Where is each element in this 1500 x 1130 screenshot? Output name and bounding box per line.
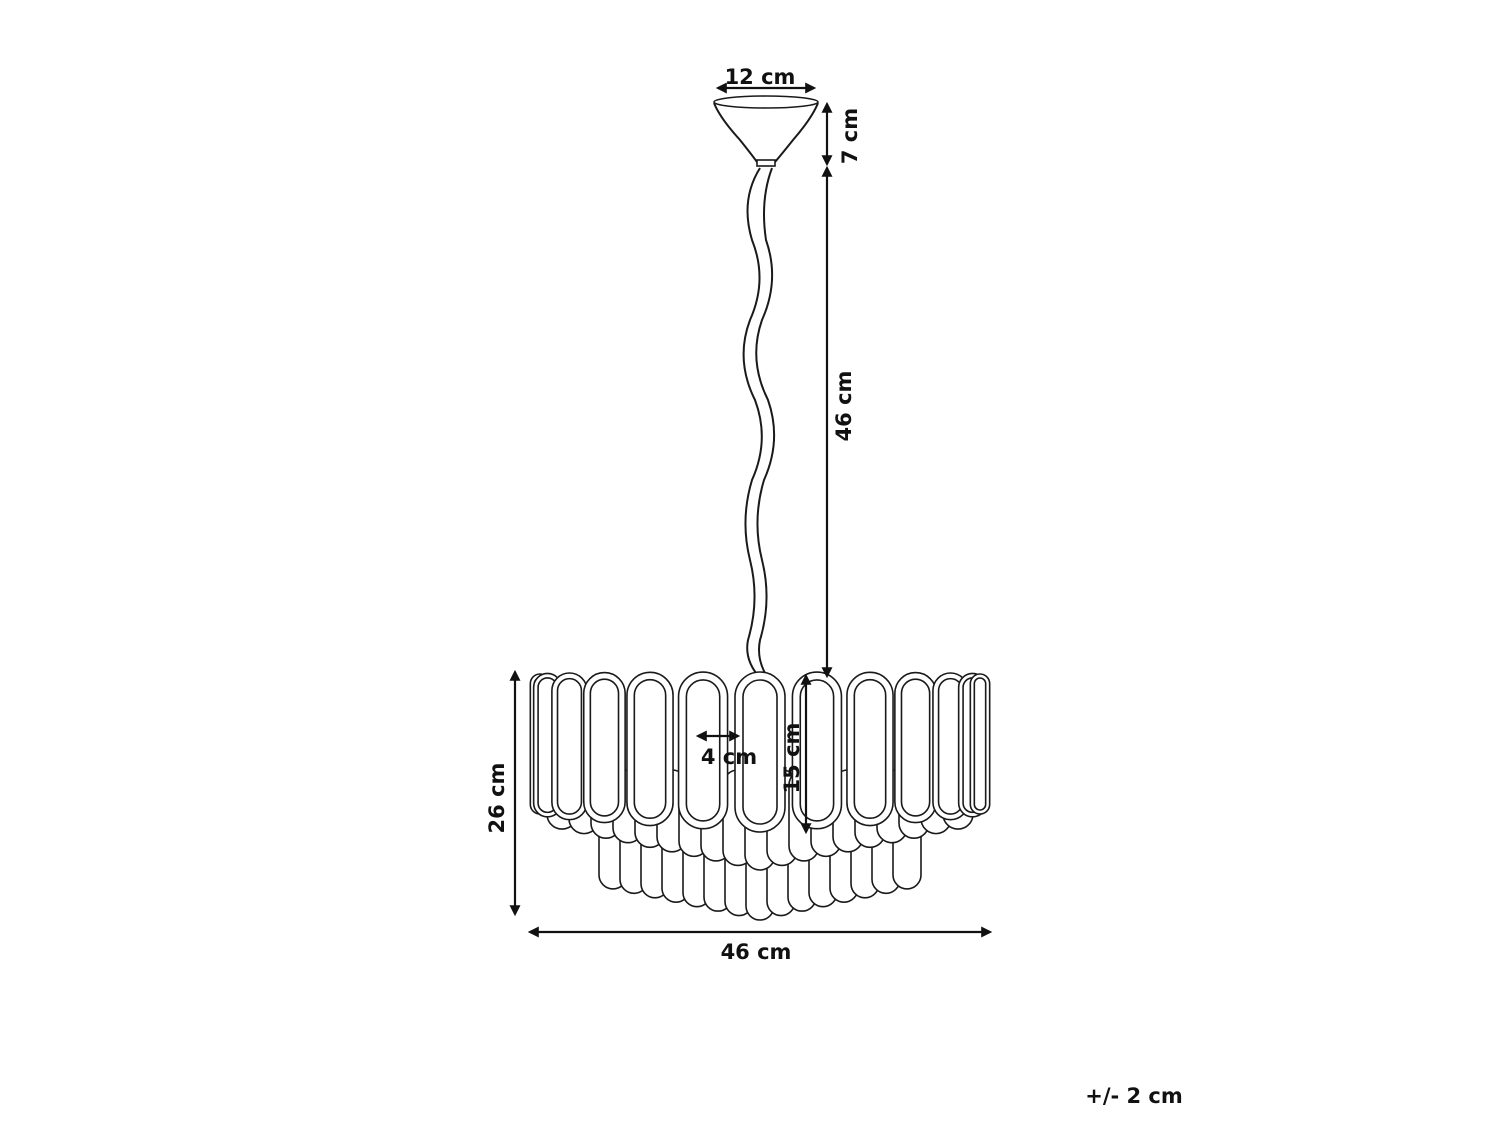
tolerance-note: +/- 2 cm	[1085, 1084, 1183, 1108]
pendant-crystal-inner	[685, 679, 721, 822]
canopy-height-label: 7 cm	[838, 108, 862, 164]
pendant-crystal-inner	[900, 678, 931, 817]
cable-length-label: 46 cm	[832, 371, 856, 442]
suspension-cable	[742, 167, 776, 679]
total-width-label: 46 cm	[721, 940, 792, 964]
pendant-crystal-inner	[973, 677, 987, 811]
pendant-crystal-inner	[853, 678, 887, 820]
pendant-crystal-inner	[633, 678, 667, 820]
pendant-crystal-inner	[742, 679, 778, 825]
pendant-tier-top	[529, 671, 991, 833]
pendant-height-label: 15 cm	[780, 723, 804, 794]
pendant-crystal-inner	[589, 678, 620, 817]
total-height-label: 26 cm	[485, 763, 509, 834]
chandelier-body	[529, 671, 991, 921]
canopy-width-label: 12 cm	[725, 65, 796, 89]
pendant-width-label: 4 cm	[701, 745, 757, 769]
ceiling-canopy	[713, 95, 819, 167]
dimension-lines	[509, 82, 993, 938]
pendant-crystal-inner	[556, 677, 583, 815]
